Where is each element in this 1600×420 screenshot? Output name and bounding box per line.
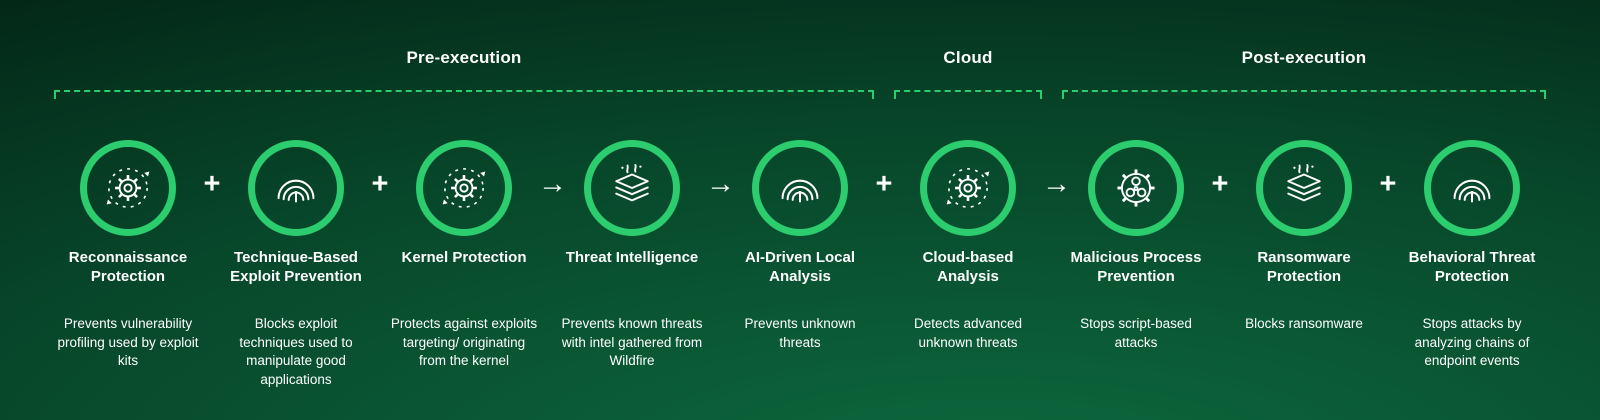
pipeline-item: Reconnaissance Protection Prevents vulne… [54, 140, 202, 390]
item-description: Prevents known threats with intel gather… [561, 316, 703, 369]
plus-connector: + [371, 168, 389, 200]
item-title: Behavioral Threat Protection [1408, 249, 1536, 285]
item-icon-ring [920, 140, 1016, 236]
pipeline-item: Malicious Process Prevention Stops scrip… [1062, 140, 1210, 390]
item-title: Kernel Protection [401, 249, 527, 266]
item-title: AI-Driven Local Analysis [744, 249, 856, 285]
fingerprint-icon [269, 161, 323, 215]
phase-label-pre-execution: Pre-execution [406, 48, 522, 67]
item-icon-ring [1088, 140, 1184, 236]
pipeline-item: AI-Driven Local Analysis Prevents unknow… [726, 140, 874, 390]
gear-scan-icon [941, 161, 995, 215]
item-title: Threat Intelligence [565, 249, 699, 266]
phase-label-post-execution: Post-execution [1241, 48, 1367, 67]
item-icon-ring [80, 140, 176, 236]
item-description: Prevents unknown threats [744, 316, 856, 350]
pipeline-item: Cloud-based Analysis Detects advanced un… [894, 140, 1042, 390]
item-title: Cloud-based Analysis [922, 249, 1014, 285]
item-description: Blocks exploit techniques used to manipu… [239, 316, 353, 387]
item-icon-ring [1256, 140, 1352, 236]
arrow-connector: → [706, 168, 735, 200]
item-title: Reconnaissance Protection [68, 249, 188, 285]
gear-scan-icon [437, 161, 491, 215]
item-icon-ring [752, 140, 848, 236]
item-description: Blocks ransomware [1245, 316, 1363, 331]
item-title: Technique-Based Exploit Prevention [230, 249, 362, 285]
fingerprint-icon [1445, 161, 1499, 215]
gear-biohazard-icon [1109, 161, 1163, 215]
item-icon-ring [416, 140, 512, 236]
pre-execution-bracket [54, 90, 874, 99]
layers-icon [1277, 161, 1331, 215]
item-icon-ring [1424, 140, 1520, 236]
plus-connector: + [1379, 168, 1397, 200]
item-icon-ring [584, 140, 680, 236]
plus-connector: + [203, 168, 221, 200]
plus-connector: + [1211, 168, 1229, 200]
item-title: Ransomware Protection [1257, 249, 1351, 285]
gear-scan-icon [101, 161, 155, 215]
pipeline-item: Threat Intelligence Prevents known threa… [558, 140, 706, 390]
pipeline-item: Kernel Protection Protects against explo… [390, 140, 538, 390]
item-description: Prevents vulnerability profiling used by… [57, 316, 199, 369]
item-title: Malicious Process Prevention [1070, 249, 1202, 285]
item-description: Detects advanced unknown threats [913, 316, 1023, 350]
arrow-connector: → [1042, 168, 1071, 200]
item-description: Protects against exploits targeting/ ori… [390, 316, 538, 369]
arrow-connector: → [538, 168, 567, 200]
plus-connector: + [875, 168, 893, 200]
item-icon-ring [248, 140, 344, 236]
item-description: Stops attacks by analyzing chains of end… [1414, 316, 1530, 369]
post-execution-bracket [1062, 90, 1546, 99]
layers-icon [605, 161, 659, 215]
pipeline-item: Ransomware Protection Blocks ransomware [1230, 140, 1378, 390]
phase-label-cloud: Cloud [943, 48, 993, 67]
item-description: Stops script-based attacks [1080, 316, 1192, 350]
pipeline-item: Behavioral Threat Protection Stops attac… [1398, 140, 1546, 390]
cloud-bracket [894, 90, 1042, 99]
fingerprint-icon [773, 161, 827, 215]
pipeline-item: Technique-Based Exploit Prevention Block… [222, 140, 370, 390]
pipeline-grid: Pre-execution Cloud Post-execution Recon… [54, 48, 1546, 390]
